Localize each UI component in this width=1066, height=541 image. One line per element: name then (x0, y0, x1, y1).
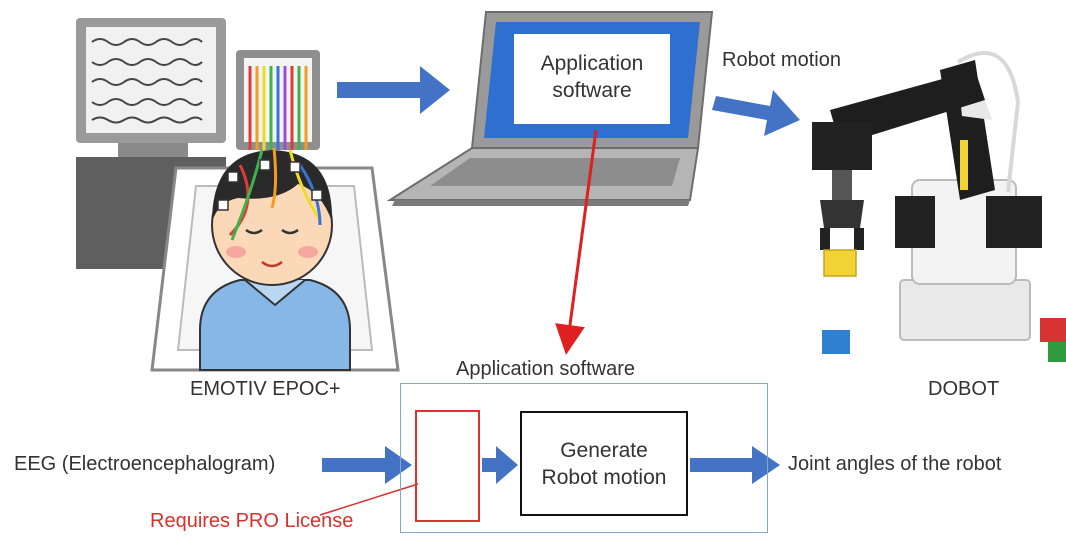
laptop-screen-label: Application software (540, 52, 644, 102)
red-arrow-down (555, 129, 598, 355)
electrode-leads-icon (236, 50, 320, 150)
robot-motion-label: Robot motion (722, 49, 841, 71)
blue-cube-icon (822, 330, 850, 354)
output-arrow (690, 446, 780, 484)
arrow-to-laptop (337, 66, 450, 114)
pro-license-box (415, 410, 480, 522)
headset-label: EMOTIV EPOC+ (190, 378, 341, 400)
green-cube-icon (1048, 342, 1066, 362)
patient-illustration-icon (150, 147, 400, 372)
output-label: Joint angles of the robot (788, 453, 1002, 475)
yellow-cube-icon (823, 249, 857, 277)
input-arrow (322, 446, 412, 484)
arrow-to-robot (712, 90, 800, 136)
laptop-icon (386, 11, 714, 206)
license-note: Requires PRO License (150, 510, 354, 532)
robot-arm-icon (812, 51, 1042, 341)
robot-name-label: DOBOT (928, 378, 1000, 400)
app-box-title: Application software (456, 358, 635, 380)
inner-arrow (482, 446, 518, 484)
application-software-box (400, 383, 768, 533)
input-label: EEG (Electroencephalogram) (14, 453, 276, 475)
red-cube-icon (1040, 318, 1066, 342)
license-leader-line (319, 483, 419, 516)
generate-robot-motion-box: Generate Robot motion (520, 411, 688, 516)
